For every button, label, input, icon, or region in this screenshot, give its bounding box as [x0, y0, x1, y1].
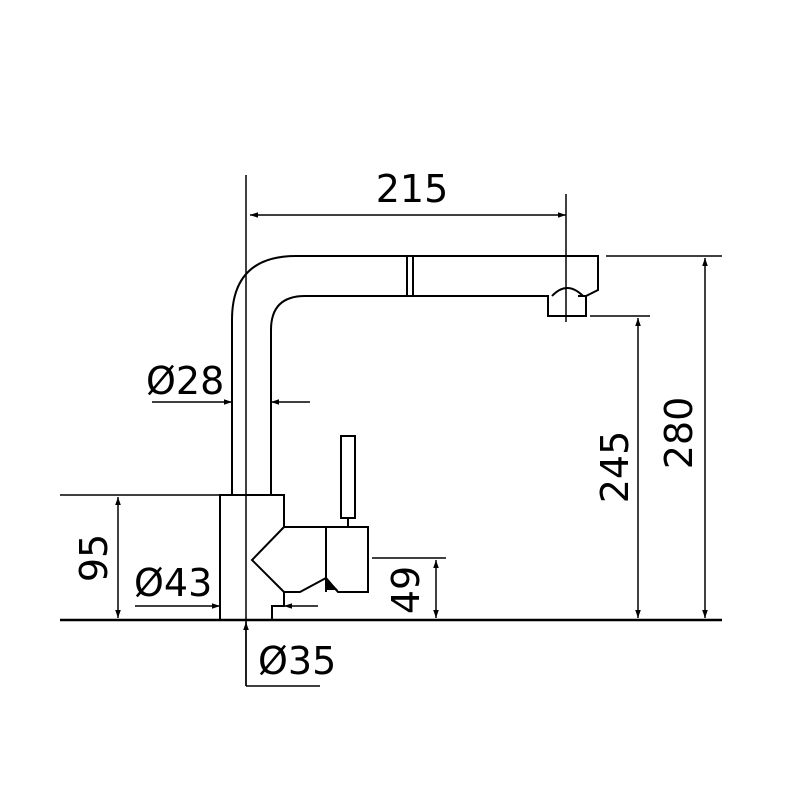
dim-49-label: 49 [384, 566, 428, 614]
dim-49: 49 [372, 557, 446, 618]
dim-95: 95 [60, 494, 220, 618]
dim-35: Ø35 [243, 622, 336, 687]
dim-215-label: 215 [376, 167, 449, 211]
dim-28: Ø28 [146, 359, 310, 405]
dim-280: 280 [606, 255, 722, 618]
dim-95-label: 95 [72, 534, 116, 582]
dim-43: Ø43 [134, 561, 318, 609]
dim-280-label: 280 [657, 397, 701, 470]
dim-245-label: 245 [593, 431, 637, 504]
dim-35-label: Ø35 [258, 639, 336, 683]
dim-28-label: Ø28 [146, 359, 224, 403]
faucet-body [219, 175, 599, 686]
dim-215: 215 [250, 167, 567, 322]
dim-43-label: Ø43 [134, 561, 212, 605]
dim-245: 245 [590, 315, 650, 618]
